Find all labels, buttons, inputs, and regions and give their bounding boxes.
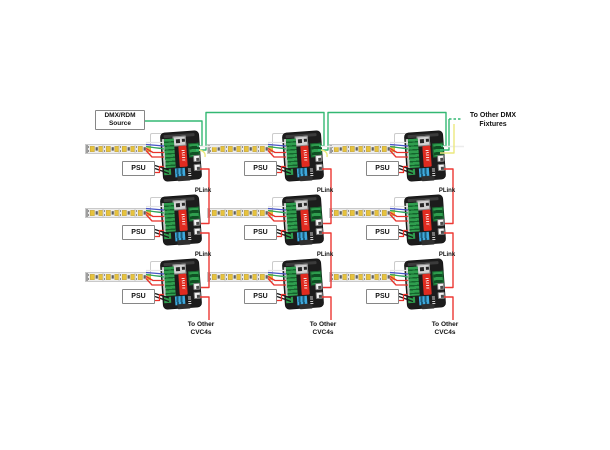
- to-other-dmx-line1: To Other DMX: [469, 112, 517, 119]
- plink-label: PLink: [438, 187, 456, 194]
- psu-label: PSU: [375, 293, 390, 300]
- plink-label: PLink: [316, 187, 334, 194]
- cvc4s-line1: To Other: [309, 321, 337, 328]
- psu-label: PSU: [253, 229, 268, 236]
- psu-box: PSU: [122, 225, 155, 240]
- psu-label: PSU: [253, 293, 268, 300]
- dmx-source-line1: DMX/RDM: [104, 112, 136, 119]
- psu-box: PSU: [366, 225, 399, 240]
- psu-label: PSU: [131, 293, 146, 300]
- dmx-source-line2: Source: [108, 120, 132, 127]
- cvc4s-line2: CVC4s: [190, 329, 212, 336]
- cvc4s-line2: CVC4s: [434, 329, 456, 336]
- cvc4s-line1: To Other: [187, 321, 215, 328]
- psu-box: PSU: [366, 289, 399, 304]
- dmx-rdm-source-box: DMX/RDM Source: [95, 110, 145, 130]
- psu-box: PSU: [244, 289, 277, 304]
- psu-box: PSU: [122, 161, 155, 176]
- plink-label: PLink: [438, 251, 456, 258]
- to-other-dmx-fixtures-label: To Other DMX Fixtures: [460, 112, 526, 129]
- psu-label: PSU: [375, 165, 390, 172]
- psu-label: PSU: [131, 165, 146, 172]
- cvc4s-line1: To Other: [431, 321, 459, 328]
- plink-label: PLink: [194, 251, 212, 258]
- psu-box: PSU: [122, 289, 155, 304]
- cvc4s-line2: CVC4s: [312, 329, 334, 336]
- psu-label: PSU: [253, 165, 268, 172]
- plink-label: PLink: [316, 251, 334, 258]
- to-other-dmx-line2: Fixtures: [479, 120, 507, 128]
- psu-label: PSU: [375, 229, 390, 236]
- psu-box: PSU: [366, 161, 399, 176]
- psu-box: PSU: [244, 161, 277, 176]
- psu-label: PSU: [131, 229, 146, 236]
- psu-box: PSU: [244, 225, 277, 240]
- plink-label: PLink: [194, 187, 212, 194]
- led-strip: [329, 205, 396, 218]
